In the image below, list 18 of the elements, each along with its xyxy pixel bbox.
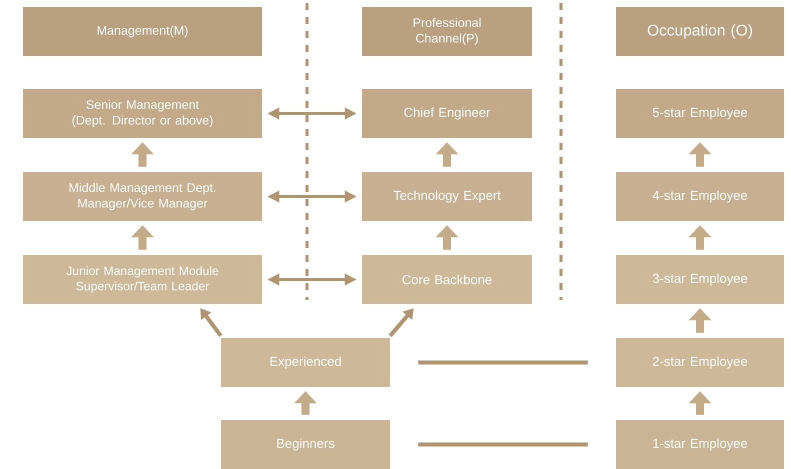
level-box: 1-star Employee (616, 420, 784, 469)
level-box: Beginners (221, 420, 390, 469)
level-box: 3-star Employee (616, 255, 784, 304)
header-box: Management(M) (23, 7, 262, 56)
level-box: Technology Expert (362, 172, 532, 221)
level-box: Junior Management Module Supervisor/Team Leader (23, 255, 262, 304)
connector-line (418, 442, 588, 446)
level-box: 2-star Employee (616, 338, 784, 387)
level-box: Chief Engineer (362, 89, 532, 138)
level-box: 4-star Employee (616, 172, 784, 221)
level-box: Experienced (221, 338, 390, 387)
level-box: Core Backbone (362, 255, 532, 304)
level-box: Middle Management Dept. Manager/Vice Manager (23, 172, 262, 221)
header-box: Professional Channel(P) (362, 7, 532, 56)
connector-line (418, 360, 588, 364)
level-box: 5-star Employee (616, 89, 784, 138)
level-box: Senior Management (Dept. Director or above) (23, 89, 262, 138)
header-box: Occupation (O) (616, 7, 784, 56)
